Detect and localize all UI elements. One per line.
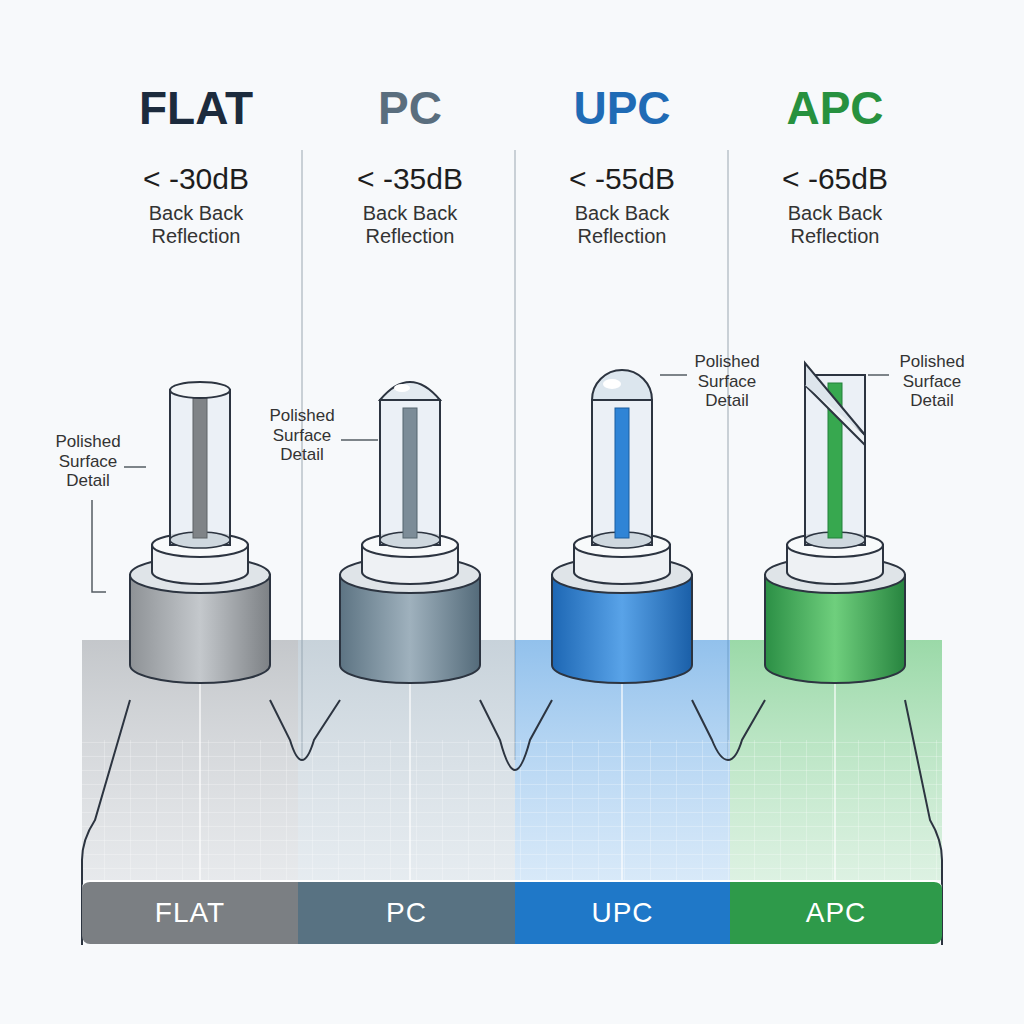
- reflection-value: < -30dB: [96, 162, 296, 197]
- connector-drawing: [340, 382, 480, 683]
- leader-line: [92, 500, 106, 592]
- reflection-value: < -35dB: [310, 162, 510, 197]
- callout-label: Polished Surface Detail: [49, 432, 127, 491]
- reflection-caption: Back Back Reflection: [775, 202, 895, 248]
- center-line: [199, 680, 201, 880]
- center-line: [409, 680, 411, 880]
- band-label: PC: [386, 897, 427, 929]
- column-heading: PC: [310, 82, 510, 135]
- connector-drawing: [130, 382, 270, 683]
- band-segment: UPC: [515, 880, 730, 944]
- leader-line: [124, 466, 146, 468]
- band-segment: APC: [730, 880, 942, 944]
- reflection-value: < -55dB: [522, 162, 722, 197]
- band-label: FLAT: [155, 897, 225, 929]
- callout-label: Polished Surface Detail: [688, 352, 766, 411]
- reflection-caption: Back Back Reflection: [136, 202, 256, 248]
- leader-line: [868, 374, 889, 376]
- reflection-caption: Back Back Reflection: [350, 202, 470, 248]
- base-outline: [82, 700, 942, 945]
- band-label: APC: [806, 897, 867, 929]
- connector-drawing: [552, 370, 692, 683]
- center-line: [834, 680, 836, 880]
- leader-line: [660, 374, 687, 376]
- band-segment: FLAT: [82, 880, 298, 944]
- floor-grid: [82, 740, 298, 880]
- callout-label: Polished Surface Detail: [263, 406, 341, 465]
- column-heading: UPC: [522, 82, 722, 135]
- reflection-caption: Back Back Reflection: [562, 202, 682, 248]
- band-label: UPC: [591, 897, 653, 929]
- leader-line: [341, 439, 378, 441]
- center-line: [621, 680, 623, 880]
- band-segment: PC: [298, 880, 515, 944]
- column-heading: FLAT: [96, 82, 296, 135]
- floor-grid: [298, 740, 515, 880]
- callout-label: Polished Surface Detail: [893, 352, 971, 411]
- column-heading: APC: [735, 82, 935, 135]
- connector-drawing: [765, 363, 905, 683]
- reflection-value: < -65dB: [735, 162, 935, 197]
- floor-grid: [730, 740, 942, 880]
